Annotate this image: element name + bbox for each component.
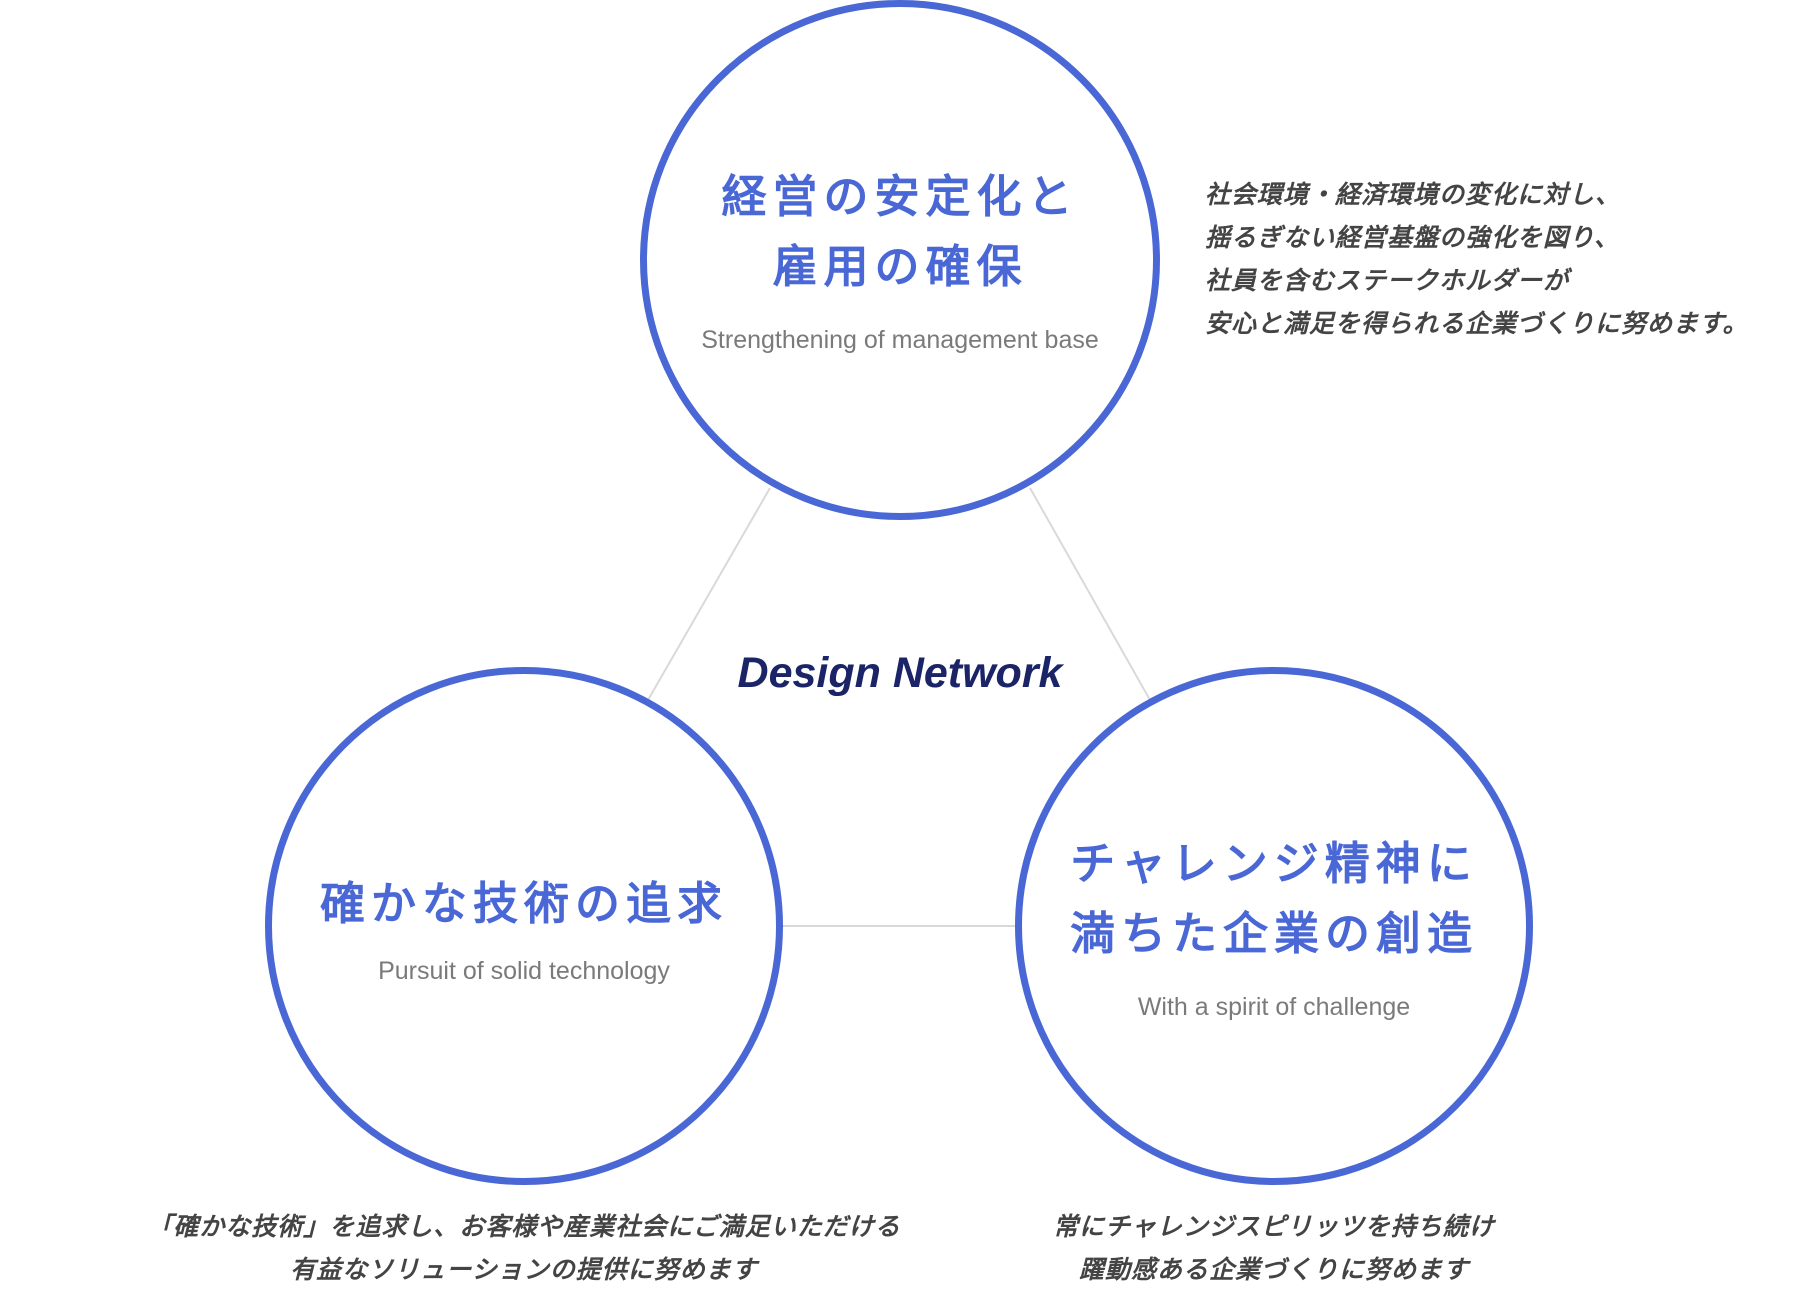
description-line: 安心と満足を得られる企業づくりに努めます。 xyxy=(1205,309,1749,338)
node-subtitle: Pursuit of solid technology xyxy=(378,957,670,985)
description-line: 躍動感ある企業づくりに努めます xyxy=(1078,1255,1469,1284)
node-subtitle: Strengthening of management base xyxy=(701,326,1099,354)
description-line: 有益なソリューションの提供に努めます xyxy=(290,1255,758,1284)
description-management: 社会環境・経済環境の変化に対し、 揺るぎない経営基盤の強化を図り、 社員を含むス… xyxy=(1205,173,1749,345)
node-title-line-2: 満ちた企業の創造 xyxy=(1069,907,1478,960)
node-title-line-1: チャレンジ精神に xyxy=(1070,837,1478,890)
node-title-line-1: 確かな技術の追求 xyxy=(319,877,728,930)
description-line: 常にチャレンジスピリッツを持ち続け xyxy=(1053,1212,1495,1241)
node-circle-management: 経営の安定化と 雇用の確保 Strengthening of managemen… xyxy=(640,0,1160,520)
description-line: 社員を含むステークホルダーが xyxy=(1205,266,1570,295)
node-title-line-1: 経営の安定化と xyxy=(721,170,1079,223)
node-circle-challenge: チャレンジ精神に 満ちた企業の創造 With a spirit of chall… xyxy=(1015,667,1533,1185)
node-circle-technology: 確かな技術の追求 Pursuit of solid technology xyxy=(265,667,783,1185)
connector-top-right xyxy=(1029,487,1151,701)
connector-top-left xyxy=(647,487,771,701)
description-challenge: 常にチャレンジスピリッツを持ち続け 躍動感ある企業づくりに努めます xyxy=(974,1205,1574,1291)
description-line: 「確かな技術」を追求し、お客様や産業社会にご満足いただける xyxy=(147,1212,901,1241)
description-line: 揺るぎない経営基盤の強化を図り、 xyxy=(1205,223,1621,252)
node-title-line-2: 雇用の確保 xyxy=(772,240,1028,293)
center-label: Design Network xyxy=(737,649,1063,697)
node-subtitle: With a spirit of challenge xyxy=(1137,993,1411,1021)
description-technology: 「確かな技術」を追求し、お客様や産業社会にご満足いただける 有益なソリューション… xyxy=(74,1205,974,1291)
description-line: 社会環境・経済環境の変化に対し、 xyxy=(1205,180,1622,209)
